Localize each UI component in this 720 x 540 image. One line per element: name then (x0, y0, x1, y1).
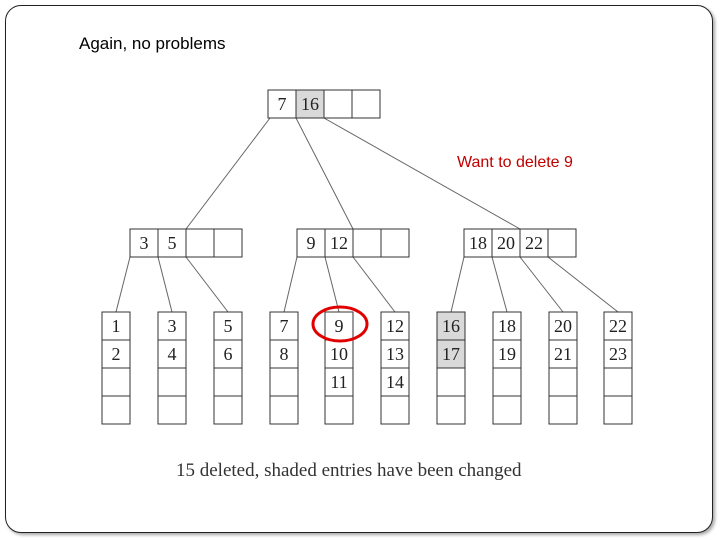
leaf-node-6-key: 12 (386, 316, 404, 336)
tree-edge (491, 256, 508, 313)
leaf-node-7-cell (436, 339, 466, 369)
root-node-cell (295, 89, 325, 119)
internal-node-3-key: 18 (469, 233, 487, 253)
leaf-node-1-cell (101, 339, 131, 369)
diagram-caption: 15 deleted, shaded entries have been cha… (176, 460, 522, 481)
leaf-node-2-key: 4 (168, 344, 177, 364)
leaf-node-2-cell (157, 367, 187, 397)
leaf-node-8-cell (492, 395, 522, 425)
leaf-node-3-cell (213, 339, 243, 369)
leaf-node-2-cell (157, 395, 187, 425)
leaf-node-6-cell (380, 395, 410, 425)
tree-edge (115, 256, 131, 313)
internal-node-1-key: 5 (168, 233, 177, 253)
tree-edge (185, 256, 229, 313)
tree-edge (185, 117, 271, 230)
leaf-node-4-cell (269, 367, 299, 397)
leaf-node-8-cell (492, 367, 522, 397)
internal-node-3-key: 20 (497, 233, 515, 253)
leaf-node-9-cell (548, 339, 578, 369)
leaf-node-5-key: 11 (330, 372, 347, 392)
leaf-node-10-cell (603, 395, 633, 425)
leaf-node-5-key: 10 (330, 344, 348, 364)
slide-title: Again, no problems (79, 34, 226, 53)
tree-edge (547, 256, 619, 313)
internal-node-1-cell (185, 228, 215, 258)
leaf-node-4-cell (269, 339, 299, 369)
leaf-node-8-cell (492, 339, 522, 369)
leaf-node-5-cell (324, 311, 354, 341)
leaf-node-4-key: 7 (280, 316, 289, 336)
leaf-node-8-key: 19 (498, 344, 516, 364)
leaf-node-5-cell (324, 367, 354, 397)
leaf-node-10-cell (603, 367, 633, 397)
internal-node-2-cell (324, 228, 354, 258)
leaf-node-3-cell (213, 367, 243, 397)
leaf-node-9-key: 21 (554, 344, 572, 364)
leaf-node-3-cell (213, 311, 243, 341)
tree-edge (283, 256, 298, 313)
tree-edge (295, 117, 354, 230)
leaf-node-4-cell (269, 395, 299, 425)
leaf-node-3-cell (213, 395, 243, 425)
leaf-node-1-cell (101, 395, 131, 425)
internal-node-2-key: 12 (330, 233, 348, 253)
leaf-node-4-key: 8 (280, 344, 289, 364)
leaf-node-10-key: 23 (609, 344, 627, 364)
leaf-node-7-key: 16 (442, 316, 460, 336)
leaf-node-10-key: 22 (609, 316, 627, 336)
internal-node-1-cell (213, 228, 243, 258)
tree-edge (157, 256, 173, 313)
leaf-node-6-cell (380, 311, 410, 341)
leaf-node-6-key: 13 (386, 344, 404, 364)
root-node-cell (323, 89, 353, 119)
leaf-node-2-cell (157, 339, 187, 369)
internal-node-1-key: 3 (140, 233, 149, 253)
tree-edge (450, 256, 465, 313)
leaf-node-7-key: 17 (442, 344, 460, 364)
leaf-node-8-key: 18 (498, 316, 516, 336)
leaf-node-1-key: 2 (112, 344, 121, 364)
leaf-node-8-cell (492, 311, 522, 341)
highlight-circle (311, 305, 369, 343)
internal-node-2-cell (352, 228, 382, 258)
internal-node-3-cell (547, 228, 577, 258)
tree-edge (323, 117, 521, 230)
root-node-cell (351, 89, 381, 119)
leaf-node-4-cell (269, 311, 299, 341)
internal-node-3-key: 22 (525, 233, 543, 253)
leaf-node-5-key: 9 (335, 316, 344, 336)
internal-node-3-cell (491, 228, 521, 258)
leaf-node-5-cell (324, 395, 354, 425)
leaf-node-1-cell (101, 367, 131, 397)
root-node-key: 7 (278, 94, 287, 114)
leaf-node-9-cell (548, 367, 578, 397)
leaf-node-7-cell (436, 395, 466, 425)
internal-node-2-key: 9 (307, 233, 316, 253)
root-node-key: 16 (301, 94, 319, 114)
leaf-node-3-key: 5 (224, 316, 233, 336)
leaf-node-1-cell (101, 311, 131, 341)
leaf-node-5-cell (324, 339, 354, 369)
leaf-node-6-key: 14 (386, 372, 404, 392)
tree-edge (519, 256, 564, 313)
leaf-node-2-key: 3 (168, 316, 177, 336)
leaf-node-7-cell (436, 367, 466, 397)
leaf-node-9-key: 20 (554, 316, 572, 336)
tree-edge (352, 256, 396, 313)
leaf-node-3-key: 6 (224, 344, 233, 364)
internal-node-2-cell (380, 228, 410, 258)
leaf-node-9-cell (548, 395, 578, 425)
leaf-node-9-cell (548, 311, 578, 341)
leaf-node-7-cell (436, 311, 466, 341)
delete-annotation: Want to delete 9 (457, 154, 573, 171)
tree-edge (324, 256, 340, 313)
leaf-node-1-key: 1 (112, 316, 121, 336)
internal-node-1-cell (157, 228, 187, 258)
